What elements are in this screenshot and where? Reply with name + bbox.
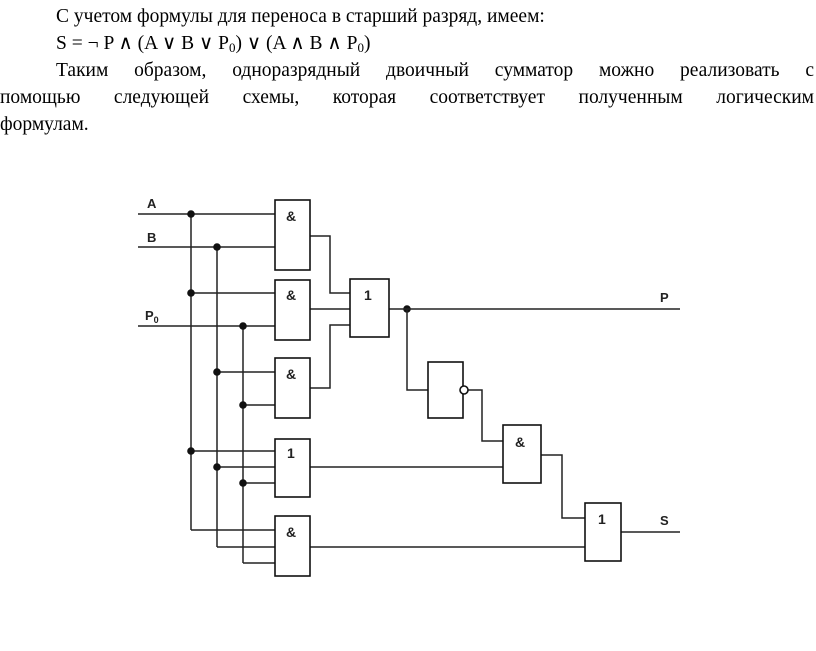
formula-sub-1: 0	[229, 40, 236, 55]
wire-carry-to-not	[406, 309, 428, 391]
junction-dot	[213, 243, 221, 251]
gate-and-2-box	[274, 279, 311, 341]
label-input-p0-main: P	[145, 308, 154, 323]
label-input-a: A	[147, 196, 157, 211]
inversion-bubble-icon	[459, 385, 469, 395]
wire-and1-to-or	[310, 235, 350, 294]
gate-or-sum: 1	[274, 438, 311, 498]
gate-and-triple: &	[274, 515, 311, 577]
gate-or-carry-symbol: 1	[364, 287, 372, 303]
formula-part-1: S = ¬ P ∧ (A ∨ B ∨ P	[56, 33, 230, 54]
gate-or-carry: 1	[349, 278, 390, 338]
formula-sub-2: 0	[357, 40, 364, 55]
gate-and-3-box	[274, 357, 311, 419]
gate-or-sum-symbol: 1	[287, 445, 295, 461]
vertical-buses	[190, 214, 244, 563]
gate-and-triple-symbol: &	[286, 524, 296, 540]
gate-input-wires	[191, 292, 275, 564]
label-output-s: S	[660, 513, 669, 528]
input-wires	[138, 213, 275, 327]
gate-and-2-symbol: &	[286, 287, 296, 303]
paragraph-line-3: формулам.	[0, 114, 89, 135]
junction-dot	[239, 479, 247, 487]
wire-and3-to-or	[310, 324, 350, 389]
gate-and-triple-box	[274, 515, 311, 577]
gate-and-3: &	[274, 357, 311, 419]
gate-or-sum-box	[274, 438, 311, 498]
gate-and-3-symbol: &	[286, 366, 296, 382]
junction-dot	[213, 368, 221, 376]
junction-dot	[213, 463, 221, 471]
junction-dot	[239, 322, 247, 330]
junction-dot	[239, 401, 247, 409]
junction-dot	[187, 289, 195, 297]
gate-not-box	[427, 361, 464, 419]
signal-labels: A B P0 P S	[145, 196, 669, 528]
gate-output-wires	[310, 235, 680, 548]
paragraph-intro: С учетом формулы для переноса в старший …	[56, 6, 545, 27]
formula-part-3: )	[363, 33, 371, 54]
gate-or-final: 1	[584, 502, 622, 562]
formula-part-2: ) ∨ (A ∧ B ∧ P	[235, 33, 358, 54]
gate-not	[427, 361, 469, 419]
gate-and-s-box	[502, 424, 542, 484]
paragraph-line-2: помощью следующей схемы, которая соответ…	[0, 87, 814, 108]
gate-and-s: &	[502, 424, 542, 484]
gate-and-2: &	[274, 279, 311, 341]
wire-and-to-final-or	[541, 454, 585, 519]
junction-dot	[187, 447, 195, 455]
label-output-p: P	[660, 290, 669, 305]
gate-and-s-symbol: &	[515, 434, 525, 450]
gate-and-1: &	[274, 199, 311, 271]
junction-dot	[187, 210, 195, 218]
label-input-p0: P0	[145, 308, 159, 325]
label-input-p0-sub: 0	[154, 315, 159, 325]
label-input-b: B	[147, 230, 156, 245]
gate-or-final-symbol: 1	[598, 511, 606, 527]
paragraph-line-1: Таким образом, одноразрядный двоичный су…	[56, 60, 814, 81]
gate-and-1-symbol: &	[286, 208, 296, 224]
wire-not-to-and	[467, 389, 503, 442]
gate-or-final-box	[584, 502, 622, 562]
gate-or-carry-box	[349, 278, 390, 338]
formula-s: S = ¬ P ∧ (A ∨ B ∨ P0) ∨ (A ∧ B ∧ P0)	[56, 32, 370, 60]
gate-and-1-box	[274, 199, 311, 271]
